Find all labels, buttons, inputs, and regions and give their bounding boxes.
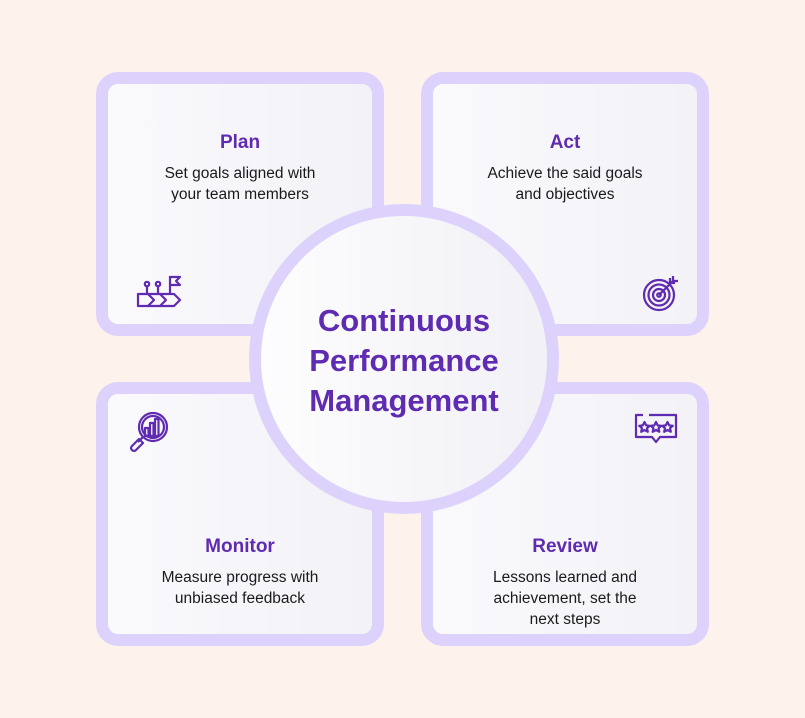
plan-desc-line: Set goals aligned with [164,165,316,182]
center-title: Continuous Performance Management [309,301,499,421]
roadmap-flag-icon [136,274,186,310]
monitor-desc-line: unbiased feedback [174,590,306,607]
center-title-line: Management [309,383,499,418]
center-circle: Continuous Performance Management [249,204,559,514]
act-desc-line: and objectives [515,186,615,203]
review-desc-line: next steps [529,611,601,628]
review-card: Review Lessons learned and achievement, … [421,382,709,646]
plan-card: Plan Set goals aligned with your team me… [96,72,384,336]
act-description: Achieve the said goals and objectives [433,163,697,205]
review-title: Review [532,536,598,557]
magnifier-chart-icon [128,410,170,452]
monitor-description: Measure progress with unbiased feedback [108,567,372,609]
center-title-line: Performance [309,343,499,378]
plan-desc-line: your team members [171,186,309,203]
plan-title: Plan [219,132,261,153]
monitor-desc-line: Measure progress with [161,569,319,586]
review-desc-line: achievement, set the [493,590,637,607]
target-icon [642,274,680,312]
monitor-title: Monitor [205,536,275,557]
plan-description: Set goals aligned with your team members [108,163,372,205]
act-title: Act [549,132,581,153]
review-desc-line: Lessons learned and [493,569,637,586]
center-title-line: Continuous [317,303,491,338]
act-desc-line: Achieve the said goals [487,165,643,182]
rating-speech-bubble-icon [633,411,679,447]
act-card: Act Achieve the said goals and objective… [421,72,709,336]
review-description: Lessons learned and achievement, set the… [433,567,697,630]
